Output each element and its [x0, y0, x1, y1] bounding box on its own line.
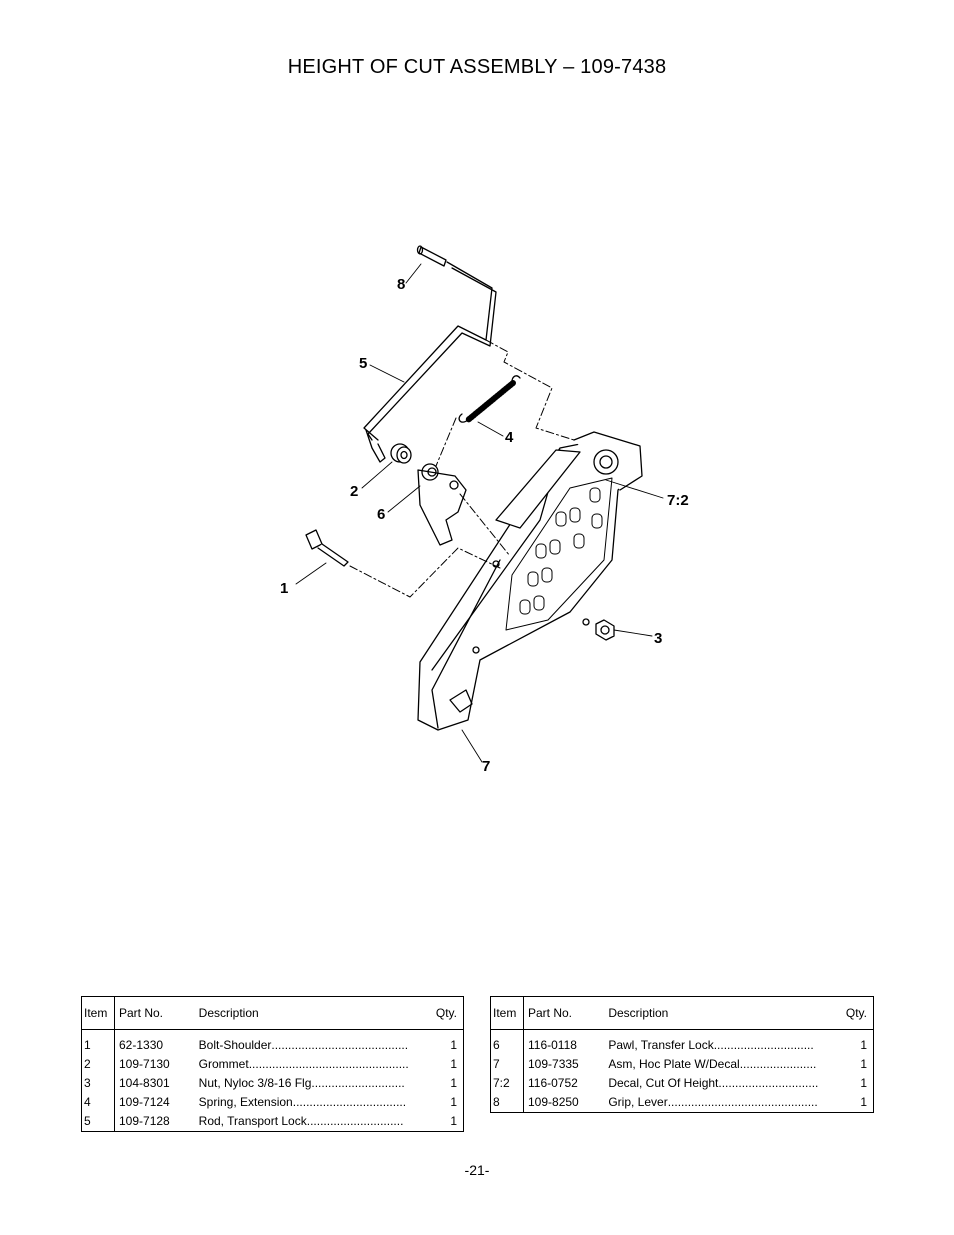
qty-cell: 1	[860, 1076, 867, 1090]
item-cell: 6	[490, 1029, 524, 1055]
callout-4: 4	[505, 429, 514, 446]
part-no-cell: 109-8250	[528, 1095, 579, 1109]
column-header-description: Description	[194, 996, 421, 1030]
transfer-lock-pawl-part	[417, 463, 467, 546]
qty-cell: 1	[450, 1076, 457, 1090]
item-cell: 8	[490, 1093, 524, 1113]
callout-8: 8	[397, 276, 405, 293]
callout-2: 2	[350, 483, 358, 500]
description-text: Grommet	[198, 1057, 249, 1071]
table-row: 4 109-7124 Spring, Extension............…	[81, 1093, 464, 1112]
qty-cell: 1	[450, 1114, 457, 1128]
qty-cell: 1	[450, 1095, 457, 1109]
qty-cell: 1	[450, 1038, 457, 1052]
table-row: 6 116-0118 Pawl, Transfer Lock..........…	[490, 1029, 874, 1056]
column-header-part-no: Part No.	[523, 996, 605, 1030]
page-number: -21-	[464, 1162, 490, 1178]
grip-lever-part	[416, 245, 447, 267]
description-cell: Nut, Nyloc 3/8-16 Flg ..................…	[195, 1074, 421, 1093]
item-cell: 2	[81, 1055, 115, 1074]
item-cell: 7	[490, 1055, 524, 1074]
description-text: Pawl, Transfer Lock	[608, 1038, 714, 1052]
column-header-qty: Qty.	[830, 996, 874, 1030]
part-no-cell: 109-7128	[119, 1114, 170, 1128]
exploded-parts-diagram: 8 5 4 2 6 1 7:2 3 7	[280, 245, 689, 775]
description-text: Bolt-Shoulder	[198, 1038, 272, 1052]
part-no-cell: 116-0752	[528, 1076, 578, 1090]
table-header-row: Item Part No. Description Qty.	[490, 996, 874, 1030]
qty-cell: 1	[860, 1095, 867, 1109]
table-row: 8 109-8250 Grip, Lever..................…	[490, 1093, 874, 1113]
nyloc-nut-part	[595, 619, 615, 641]
dot-leader: ........................................…	[667, 1095, 818, 1109]
callout-leaders	[295, 263, 664, 763]
table-row: 7:2 116-0752 Decal, Cut Of Height.......…	[490, 1074, 874, 1093]
item-cell: 5	[81, 1112, 115, 1132]
description-cell: Asm, Hoc Plate W/Decal .................…	[604, 1055, 830, 1074]
part-no-cell: 109-7130	[119, 1057, 170, 1071]
description-text: Nut, Nyloc 3/8-16 Flg	[198, 1076, 312, 1090]
description-text: Asm, Hoc Plate W/Decal	[608, 1057, 740, 1071]
part-no-cell: 109-7124	[119, 1095, 170, 1109]
description-cell: Pawl, Transfer Lock.....................…	[604, 1030, 830, 1056]
description-cell: Grip, Lever.............................…	[604, 1093, 830, 1113]
description-text: Rod, Transport Lock	[198, 1114, 307, 1128]
shoulder-bolt-part	[305, 529, 349, 567]
column-header-part-no: Part No.	[114, 996, 195, 1030]
dot-leader: .......................	[739, 1057, 817, 1071]
callout-1: 1	[280, 580, 288, 597]
table-row: 7 109-7335 Asm, Hoc Plate W/Decal ......…	[490, 1055, 874, 1074]
description-cell: Spring, Extension.......................…	[195, 1093, 421, 1112]
column-header-qty: Qty.	[420, 996, 464, 1030]
description-cell: Bolt-Shoulder...........................…	[195, 1030, 421, 1056]
dot-leader: ........................................…	[248, 1057, 409, 1071]
description-text: Decal, Cut Of Height	[608, 1076, 719, 1090]
qty-cell: 1	[450, 1057, 457, 1071]
description-cell: Grommet.................................…	[195, 1055, 421, 1074]
callout-6: 6	[377, 506, 385, 523]
item-cell: 1	[81, 1029, 115, 1055]
parts-table-right: Item Part No. Description Qty. 6 116-011…	[490, 996, 874, 1113]
dot-leader: .............................	[306, 1114, 404, 1128]
dot-leader: ..............................	[713, 1038, 814, 1052]
table-header-row: Item Part No. Description Qty.	[81, 996, 464, 1030]
column-header-item: Item	[81, 996, 115, 1030]
description-text: Spring, Extension	[198, 1095, 293, 1109]
qty-cell: 1	[860, 1057, 867, 1071]
parts-table-left: Item Part No. Description Qty. 1 62-1330…	[81, 996, 464, 1132]
table-row: 3 104-8301 Nut, Nyloc 3/8-16 Flg .......…	[81, 1074, 464, 1093]
table-row: 1 62-1330 Bolt-Shoulder.................…	[81, 1029, 464, 1056]
dot-leader: ..................................	[292, 1095, 407, 1109]
description-text: Grip, Lever	[608, 1095, 668, 1109]
grommet-part	[390, 443, 412, 464]
description-cell: Decal, Cut Of Height....................…	[604, 1074, 830, 1093]
page-title: HEIGHT OF CUT ASSEMBLY – 109-7438	[287, 56, 667, 78]
table-row: 5 109-7128 Rod, Transport Lock .........…	[81, 1112, 464, 1132]
column-header-description: Description	[604, 996, 831, 1030]
part-no-cell: 104-8301	[119, 1076, 170, 1090]
table-row: 2 109-7130 Grommet......................…	[81, 1055, 464, 1074]
column-header-item: Item	[490, 996, 524, 1030]
callout-3: 3	[654, 630, 662, 647]
item-cell: 3	[81, 1074, 115, 1093]
item-cell: 7:2	[490, 1074, 524, 1093]
part-no-cell: 116-0118	[528, 1038, 577, 1052]
transport-lock-rod-part	[363, 261, 497, 463]
dot-leader: ............................	[311, 1076, 405, 1090]
item-cell: 4	[81, 1093, 115, 1112]
part-no-cell: 62-1330	[119, 1038, 164, 1052]
height-of-cut-decal-part	[505, 477, 613, 631]
callout-7: 7	[482, 758, 490, 775]
qty-cell: 1	[860, 1038, 867, 1052]
callout-7-2: 7:2	[667, 492, 689, 509]
description-cell: Rod, Transport Lock ....................…	[195, 1112, 421, 1132]
extension-spring-part	[458, 375, 521, 423]
dot-leader: ..............................	[718, 1076, 819, 1090]
part-no-cell: 109-7335	[528, 1057, 579, 1071]
dot-leader: ........................................…	[271, 1038, 409, 1052]
callout-5: 5	[359, 355, 367, 372]
